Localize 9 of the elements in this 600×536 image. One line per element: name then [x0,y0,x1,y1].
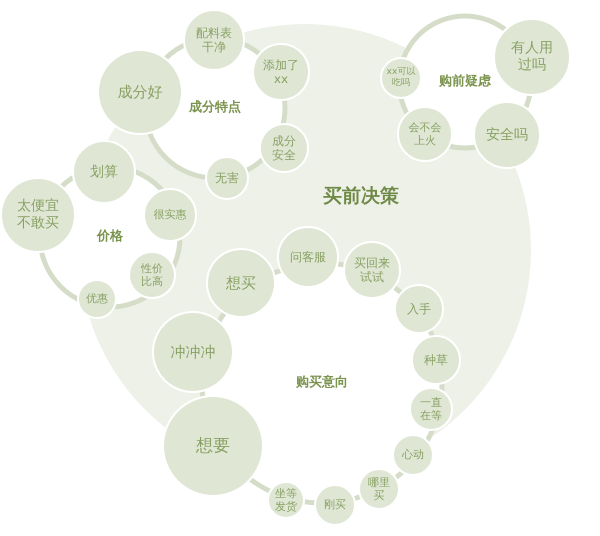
keyword-bubble: 太便宜不敢买 [0,177,76,253]
keyword-bubble: 成分好 [97,49,183,135]
keyword-bubble: 有人用过吗 [493,18,571,96]
keyword-bubble: 哪里买 [358,468,400,510]
cluster-label: 购买意向 [282,373,362,393]
circle-label: 买前决策 [323,183,399,209]
keyword-bubble: 坐等发货 [267,481,305,519]
keyword-bubble: 刚买 [314,484,356,526]
keyword-bubble: 配料表干净 [183,9,245,71]
